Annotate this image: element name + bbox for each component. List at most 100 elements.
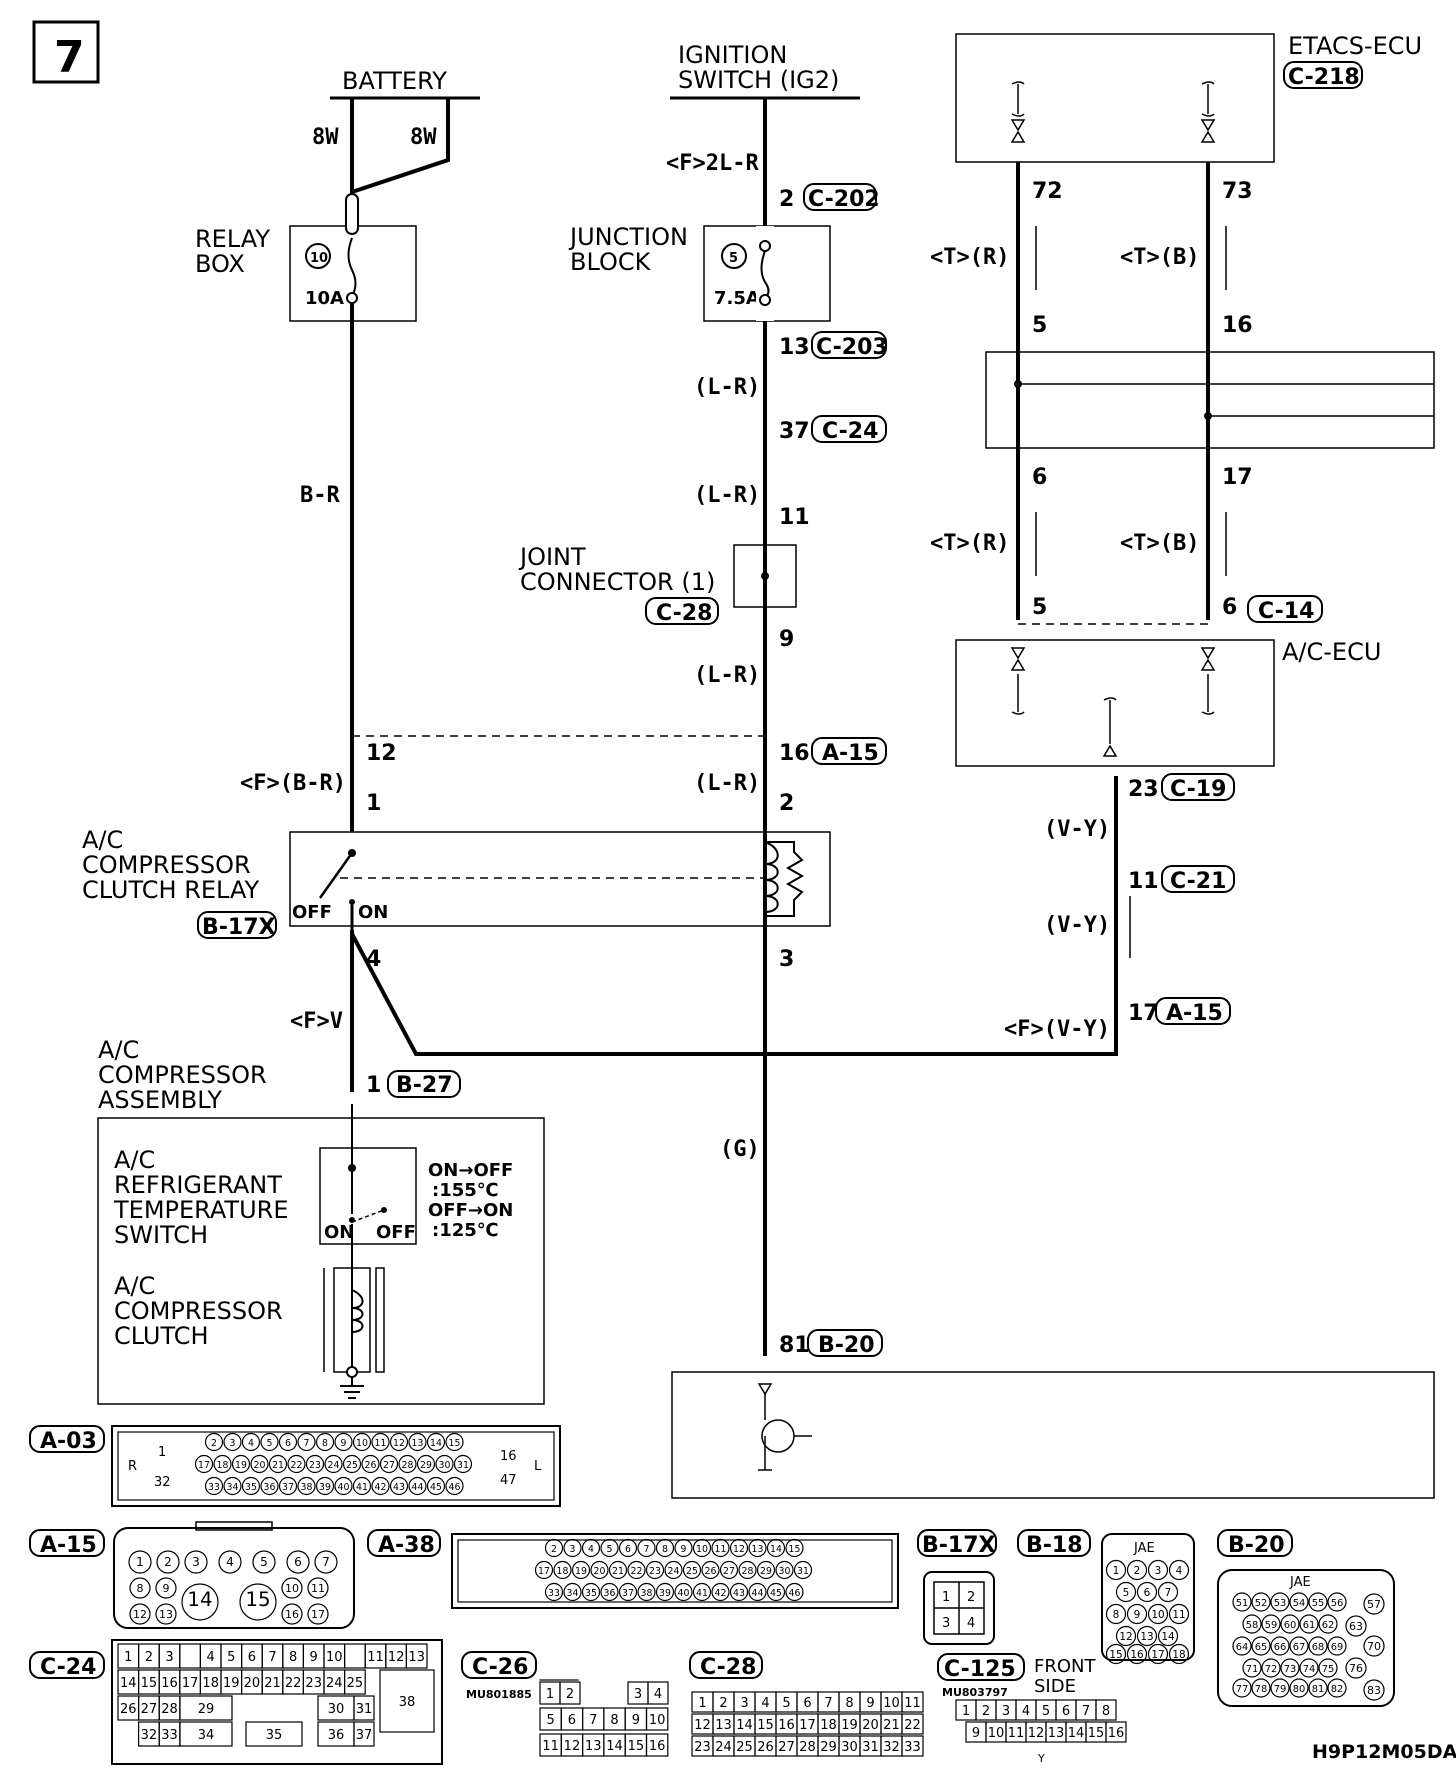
pin-number: 3 [230,1438,236,1449]
pin-5a: 5 [1032,313,1047,338]
pin-81: 81 [779,1333,810,1358]
pin-number: 18 [217,1460,229,1471]
pin-number: 1 [124,1650,132,1665]
pin-number: 13 [159,1608,173,1621]
pin-number: 12 [133,1608,147,1621]
transistor-icon [761,1419,795,1453]
jb-fuse-circle [721,243,747,269]
pin-circle [155,1603,177,1625]
etacs-label: ETACS-ECU [1288,32,1422,60]
c26-part: MU801885 [466,1688,532,1701]
pin-17b: 17 [1128,1001,1159,1026]
pin-number: 28 [742,1566,754,1577]
relay-on-contact [349,899,355,905]
pin-number: 40 [678,1588,690,1599]
wire-vy-2: (V-Y) [1044,913,1110,938]
pin-circle [218,1550,242,1574]
pin-number: 80 [1293,1684,1306,1695]
pin-circle [445,1432,464,1452]
c24-view-id-box [29,1651,105,1679]
relay-id-box [197,911,277,939]
pin-number: 19 [235,1460,247,1471]
pin-circle [664,1560,683,1580]
pin-number: 27 [778,1740,795,1755]
pin-number: 66 [1274,1642,1287,1653]
pin-5b: 5 [1032,595,1047,620]
pin-number: 29 [820,1740,837,1755]
pin-circle [590,1560,609,1580]
pin-circle [1299,1614,1319,1634]
c19-label: C-19 [1170,777,1226,802]
pin-number: 9 [310,1650,318,1665]
battery-wire-right: 8W [410,125,437,150]
pin-circle [371,1476,390,1496]
pin-number: 36 [264,1482,276,1493]
pin-number: 11 [1008,1726,1025,1741]
ac-ecu-output-icon [1102,697,1118,757]
pin-circle [315,1476,335,1496]
pin-circle [627,1560,646,1580]
pin-number: 43 [733,1588,745,1599]
pin-number: 14 [736,1718,753,1733]
pin-number: 22 [904,1718,921,1733]
pin-number: 15 [1109,1649,1122,1661]
pin-number: 4 [1022,1704,1030,1719]
pin-number: 5 [267,1438,273,1449]
a38-id-box [367,1529,441,1557]
pin-number: 76 [1349,1662,1363,1675]
pin-number: 45 [430,1482,442,1493]
pin-number: 9 [972,1726,980,1741]
pin-number: 3 [634,1687,642,1702]
page-number: 7 [54,32,85,83]
pin-circle [305,1454,325,1474]
pin-circle [1147,1559,1169,1581]
pin-number: 32 [883,1740,900,1755]
pin-number: 8 [610,1713,618,1728]
ignition-label-1: IGNITION [678,41,787,69]
pin-cell [379,1669,435,1733]
drawing-code: H9P12M05DA [1312,1741,1456,1763]
a15-id: A-15 [40,1533,97,1558]
pin-circle [729,1538,749,1558]
pin-number: 16 [778,1718,795,1733]
jb-fuse-terminal-top [759,240,771,252]
pin-circle [1289,1636,1309,1656]
pin-number: 22 [291,1460,303,1471]
a38-inner [457,1539,893,1603]
pin-circle [1270,1636,1290,1656]
pin-number: 39 [659,1588,671,1599]
pin-circle [1308,1678,1328,1698]
pin-number: 41 [696,1588,708,1599]
pin-number: 30 [439,1460,451,1471]
pin-circle [1261,1614,1281,1634]
c24-box [811,415,887,443]
pin-number: 55 [1312,1598,1325,1609]
pin-number: 37 [282,1482,294,1493]
pin-circle [250,1454,269,1474]
pin-circle [416,1454,436,1474]
pin-1b: 1 [366,1073,381,1098]
b17x-body [923,1571,995,1645]
pin-number: 3 [192,1555,200,1569]
wire-f-br: <F>(B-R) [240,771,346,796]
pin-number: 12 [733,1544,745,1555]
pin-number: 7 [589,1713,597,1728]
pin-circle [307,1603,329,1625]
pin-circle [581,1582,601,1602]
pin-number: 14 [770,1544,782,1555]
pin-6b: 6 [1222,595,1237,620]
relay-label-3: CLUTCH RELAY [82,876,260,904]
pin-circle [241,1476,261,1496]
pin-circle [129,1603,151,1625]
pin-number: 13 [412,1438,424,1449]
pin-circle [748,1538,767,1558]
pin-number: 40 [338,1482,350,1493]
pin-number: 12 [1028,1726,1045,1741]
pin-number: 31 [356,1702,373,1717]
pin-circle [544,1538,564,1558]
clutch-plate [375,1267,385,1373]
pin-number: 7 [1165,1587,1172,1599]
c202-label: C-202 [808,187,880,212]
pin-number: 19 [575,1566,587,1577]
pin-circle [1261,1658,1281,1678]
